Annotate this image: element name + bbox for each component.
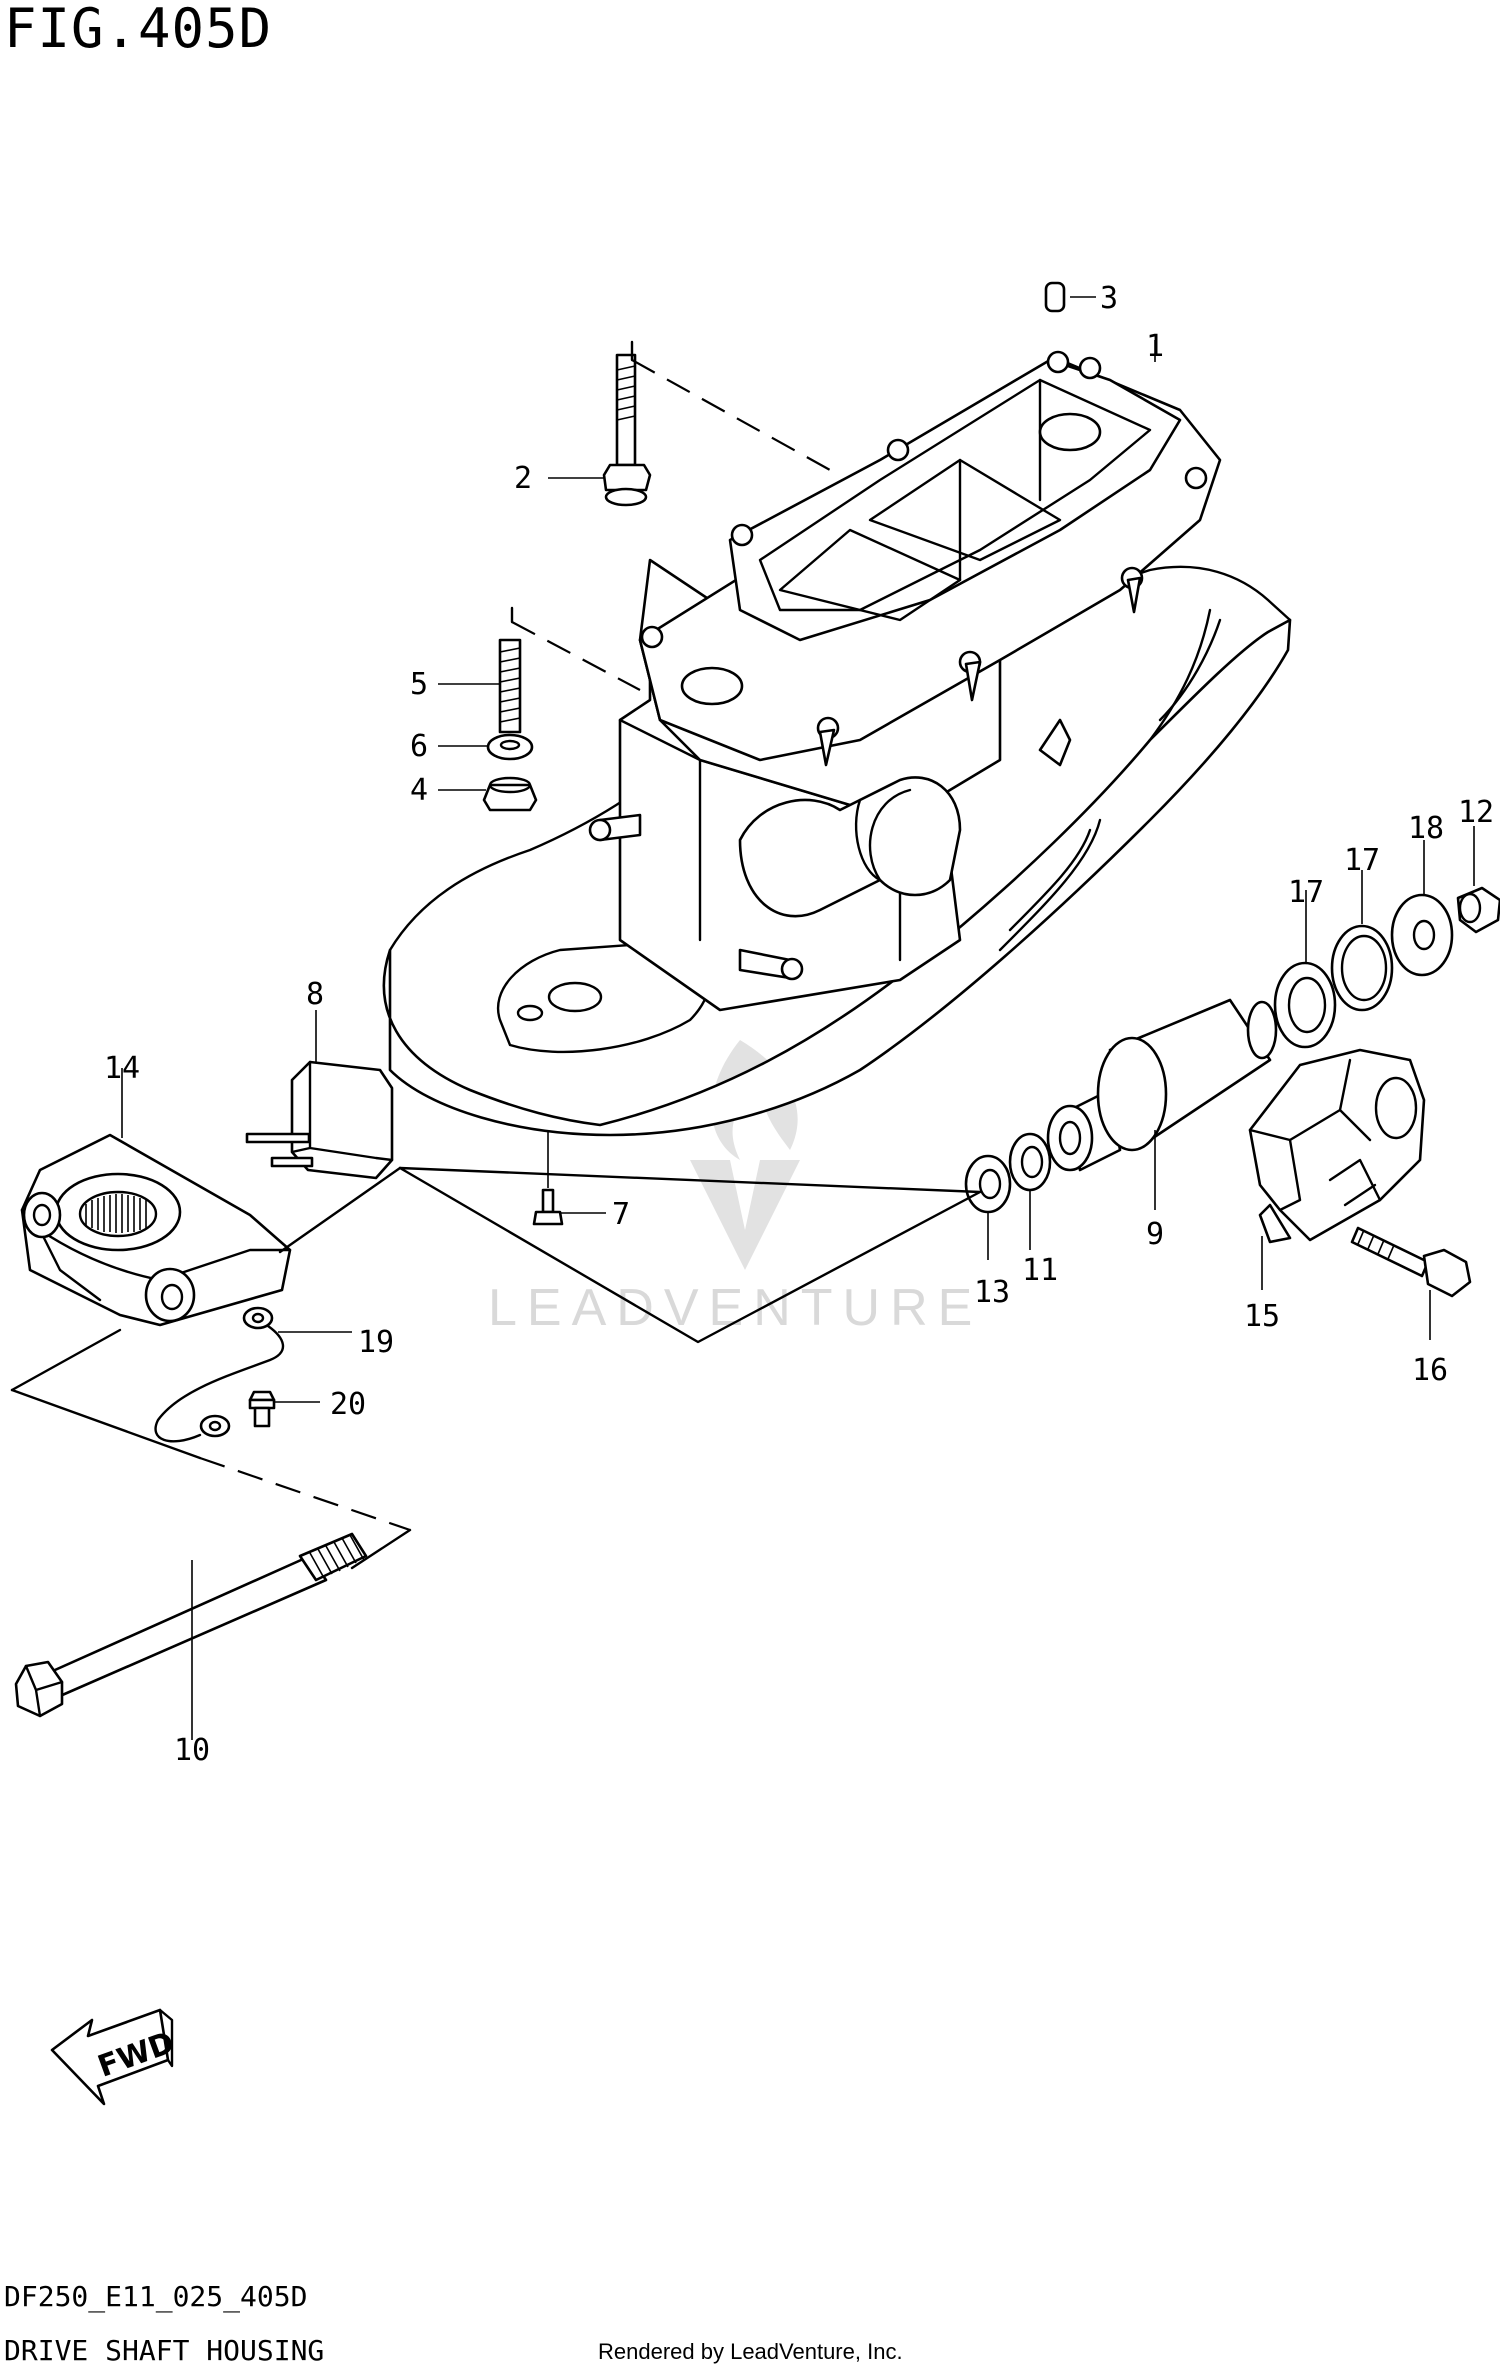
callout-17b: 17 — [1344, 843, 1380, 878]
callout-10: 10 — [174, 1733, 210, 1768]
callout-15: 15 — [1244, 1299, 1280, 1334]
rubber-mount-part-9[interactable] — [1046, 998, 1278, 1172]
callout-6: 6 — [410, 729, 428, 764]
dowel-pin-part-3[interactable] — [1044, 281, 1066, 313]
washer-part-17a[interactable] — [1273, 961, 1337, 1049]
through-bolt-part-10[interactable] — [14, 1532, 368, 1718]
callout-11: 11 — [1022, 1253, 1058, 1288]
callout-16: 16 — [1412, 1353, 1448, 1388]
leader-lines — [121, 296, 1475, 1740]
callout-13: 13 — [974, 1275, 1010, 1310]
figure-code: DF250_E11_025_405D — [4, 2280, 308, 2313]
callout-labels: 1 2 3 4 5 6 7 8 9 10 11 12 13 14 15 16 1… — [104, 281, 1494, 1768]
callout-12: 12 — [1458, 795, 1494, 830]
drive-shaft-housing-part-1[interactable] — [382, 350, 1292, 1137]
washer-part-13[interactable] — [964, 1154, 1012, 1214]
render-credit: Rendered by LeadVenture, Inc. — [598, 2339, 903, 2364]
washer-part-18[interactable] — [1390, 893, 1454, 977]
bolt-part-16[interactable] — [1350, 1226, 1472, 1298]
figure-name: DRIVE SHAFT HOUSING — [4, 2334, 325, 2367]
mount-cover-part-15[interactable] — [1248, 1048, 1426, 1244]
clamp-bracket-part-14[interactable] — [20, 1133, 292, 1327]
nut-part-4[interactable] — [482, 776, 538, 812]
bolt-part-2[interactable] — [602, 353, 652, 507]
washer-part-17b[interactable] — [1330, 924, 1394, 1012]
ground-lead-wire-part-19[interactable] — [154, 1306, 285, 1443]
fwd-arrow-icon: FWD — [50, 2008, 179, 2106]
callout-8: 8 — [306, 977, 324, 1012]
stud-bolt-part-5[interactable] — [498, 638, 522, 734]
callout-9: 9 — [1146, 1217, 1164, 1252]
nut-part-12[interactable] — [1456, 886, 1500, 934]
callout-19: 19 — [358, 1325, 394, 1360]
callout-17a: 17 — [1288, 875, 1324, 910]
callout-5: 5 — [410, 667, 428, 702]
callout-4: 4 — [410, 773, 428, 808]
callout-20: 20 — [330, 1387, 366, 1422]
leadventure-watermark: LEADVENTURE — [488, 1040, 982, 1337]
washer-part-11[interactable] — [1008, 1132, 1052, 1192]
watermark-text: LEADVENTURE — [488, 1279, 982, 1337]
callout-3: 3 — [1100, 281, 1118, 316]
plug-screw-part-7[interactable] — [532, 1188, 564, 1226]
screw-part-20[interactable] — [248, 1390, 276, 1428]
callout-18: 18 — [1408, 811, 1444, 846]
callout-1: 1 — [1146, 329, 1164, 364]
figure-title: FIG.405D — [4, 0, 273, 60]
callout-7: 7 — [612, 1197, 630, 1232]
rubber-mount-part-8[interactable] — [245, 1060, 394, 1180]
washer-part-6[interactable] — [486, 733, 534, 761]
callout-2: 2 — [514, 461, 532, 496]
assembly-lines — [10, 340, 982, 1570]
callout-14: 14 — [104, 1051, 140, 1086]
